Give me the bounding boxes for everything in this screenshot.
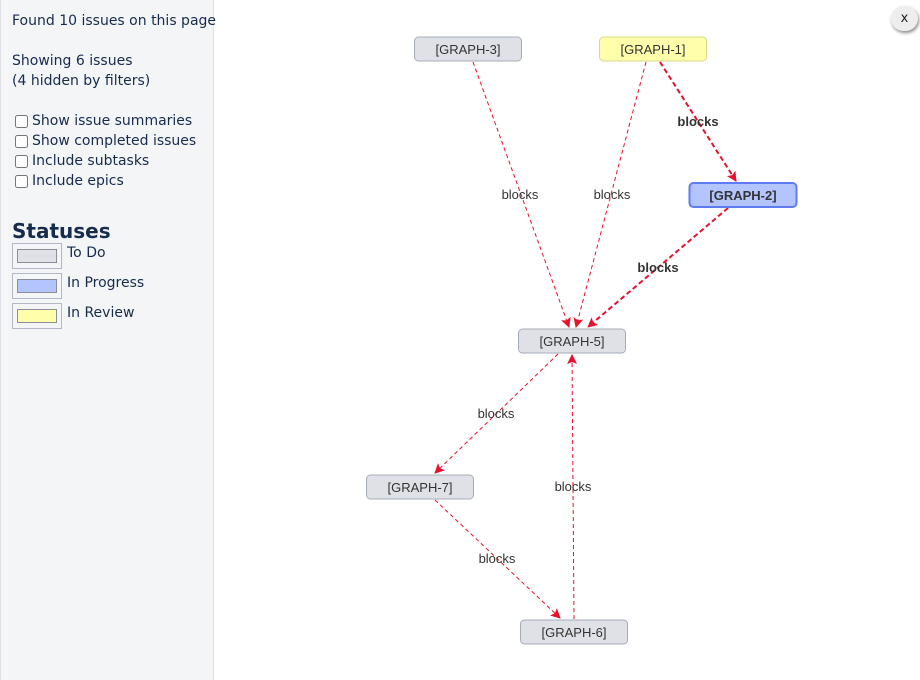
status-label: In Review [67,305,135,321]
statuses-heading: Statuses [12,219,111,243]
edge-graph-5-to-graph-7 [434,353,559,474]
show-issue-summaries-checkbox[interactable] [15,114,28,128]
option-include-subtasks[interactable]: Include subtasks [15,151,149,171]
issue-node-graph-6[interactable]: [GRAPH-6] [520,619,628,645]
include-epics-checkbox[interactable] [15,174,28,188]
issue-node-label[interactable]: [GRAPH-1] [620,42,685,57]
edge-label: blocks [594,187,631,202]
issue-node-label[interactable]: [GRAPH-3] [435,42,500,57]
status-swatch-in-review [17,309,57,323]
status-swatch-in-progress [17,279,57,293]
issue-node-box[interactable] [688,182,798,208]
edge-graph-3-to-graph-5 [472,61,571,328]
status-swatch-box [12,243,62,269]
issue-node-label[interactable]: [GRAPH-5] [539,334,604,349]
graph-canvas: blocks blocks blocks blocks blocks blocks bloc… [366,36,798,645]
issue-node-label[interactable]: [GRAPH-2] [709,188,776,203]
status-legend-todo: To Do [12,243,106,269]
found-issues-text: Found 10 issues on this page [12,13,217,29]
dependency-graph: blocks blocks blocks blocks blocks blocks bloc… [214,0,920,680]
status-swatch-box [12,273,62,299]
edge-graph-7-to-graph-6 [434,499,561,619]
issue-node-label[interactable]: [GRAPH-6] [541,625,606,640]
show-completed-issues-checkbox[interactable] [15,134,28,148]
issue-node-graph-3[interactable]: [GRAPH-3] [414,36,522,62]
issue-node-label[interactable]: [GRAPH-7] [387,480,452,495]
edge-graph-1-to-graph-5 [573,61,647,328]
option-label[interactable]: Show issue summaries [32,113,193,129]
close-button[interactable]: x [891,6,918,31]
option-label[interactable]: Include epics [32,173,124,189]
edge-label: blocks [555,479,592,494]
status-legend-in-progress: In Progress [12,273,144,299]
issue-node-graph-5[interactable]: [GRAPH-5] [518,328,626,354]
issue-node-graph-1[interactable]: [GRAPH-1] [599,36,707,62]
edge-label: blocks [637,260,678,275]
edge-label: blocks [478,406,515,421]
hidden-issues-text: (4 hidden by filters) [12,73,151,89]
issue-node-graph-7[interactable]: [GRAPH-7] [366,474,474,500]
option-include-epics[interactable]: Include epics [15,171,124,191]
sidebar: Found 10 issues on this page Showing 6 i… [0,0,217,680]
status-label: To Do [67,245,106,261]
include-subtasks-checkbox[interactable] [15,154,28,168]
option-show-issue-summaries[interactable]: Show issue summaries [15,111,192,131]
edge-label: blocks [502,187,539,202]
issue-node-box[interactable] [366,474,474,500]
status-swatch-box [12,303,62,329]
option-label[interactable]: Include subtasks [32,153,150,169]
issue-node-box[interactable] [414,36,522,62]
showing-issues-text: Showing 6 issues [12,53,133,69]
edge-graph-6-to-graph-5 [567,354,578,620]
edge-graph-2-to-graph-5 [587,207,729,328]
status-swatch-todo [17,249,57,263]
option-show-completed-issues[interactable]: Show completed issues [15,131,196,151]
option-label[interactable]: Show completed issues [32,133,197,149]
issue-node-box[interactable] [520,619,628,645]
edge-label: blocks [677,114,718,129]
edge-label: blocks [479,551,516,566]
issue-node-box[interactable] [518,328,626,354]
issue-node-box[interactable] [599,36,707,62]
issue-node-graph-2[interactable]: [GRAPH-2] [688,182,798,208]
status-label: In Progress [67,275,145,291]
status-legend-in-review: In Review [12,303,134,329]
